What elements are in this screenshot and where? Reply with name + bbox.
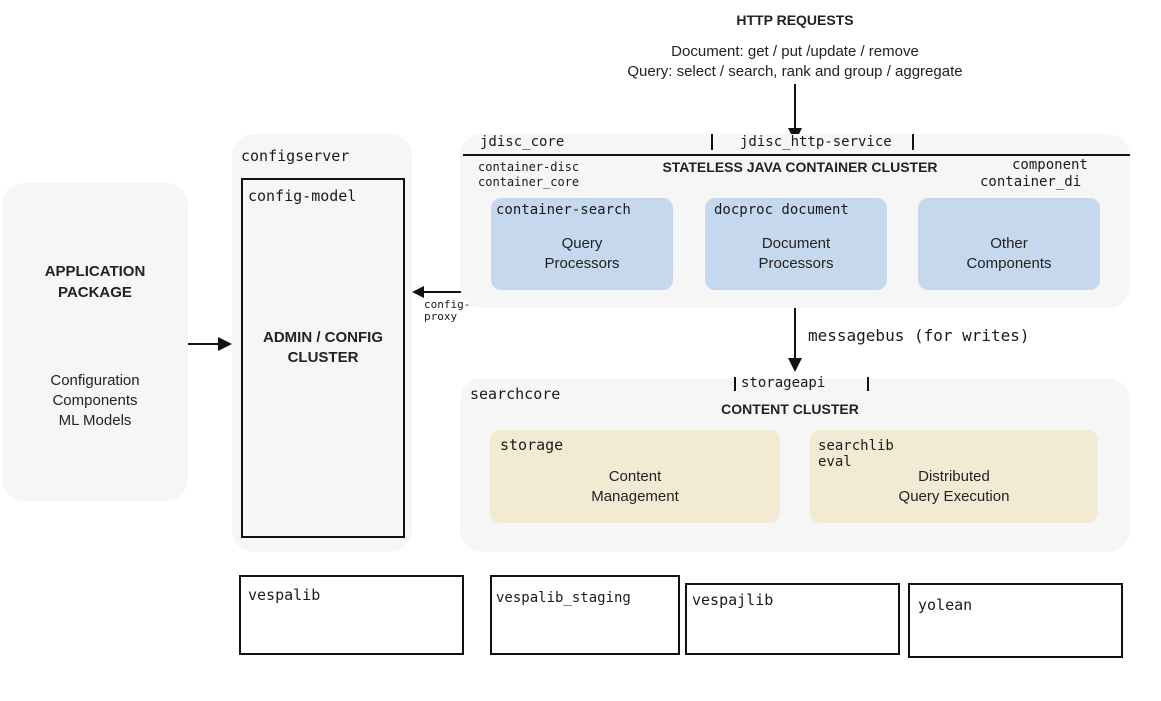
config-model-box — [241, 178, 405, 538]
content-management-box: Content Management — [490, 430, 780, 523]
distributed-query-execution-line2: Query Execution — [898, 488, 1010, 505]
application-package-panel — [2, 183, 188, 501]
library-yolean-box — [908, 583, 1123, 658]
http-document-ops: Document: get / put /update / remove — [671, 43, 919, 60]
jdisc-separator-right — [912, 134, 914, 150]
docproc-document-label: docproc document — [714, 202, 849, 218]
storageapi-separator-left — [734, 377, 736, 391]
library-vespalib-staging-label: vespalib_staging — [496, 590, 631, 606]
app-package-item-configuration: Configuration — [50, 372, 140, 389]
document-processors-line2: Processors — [758, 255, 834, 272]
document-processors-box: Document Processors — [705, 198, 887, 290]
app-package-item-ml-models: ML Models — [58, 412, 132, 429]
app-to-admin-arrow — [188, 337, 232, 351]
app-package-item-components: Components — [52, 392, 138, 409]
distributed-query-execution-box: Distributed Query Execution — [810, 430, 1098, 523]
storage-label: storage — [500, 436, 564, 454]
container-cluster-title: STATELESS JAVA CONTAINER CLUSTER — [662, 159, 938, 175]
other-components-line2: Components — [966, 255, 1052, 272]
config-arrow — [412, 286, 464, 298]
searchlib-label: searchlib — [818, 438, 894, 454]
container-core-label: container_core — [478, 175, 580, 189]
library-vespajlib-box — [685, 583, 900, 655]
storageapi-separator-right — [867, 377, 869, 391]
config-proxy-label-line1: config- — [424, 298, 471, 311]
content-management-line1: Content — [608, 468, 662, 485]
jdisc-separator-left — [711, 134, 713, 150]
storageapi-label: storageapi — [741, 375, 826, 391]
distributed-query-execution-line1: Distributed — [918, 468, 990, 485]
document-processors-line1: Document — [761, 235, 831, 252]
library-vespajlib-label: vespajlib — [692, 591, 774, 609]
library-yolean-label: yolean — [918, 596, 973, 614]
library-vespalib-staging-box — [490, 575, 680, 655]
query-processors-box: Query Processors — [491, 198, 673, 290]
other-components-line1: Other — [990, 235, 1028, 252]
content-cluster-title: CONTENT CLUSTER — [721, 401, 859, 417]
application-package-title-line1: APPLICATION — [44, 263, 146, 280]
content-management-line2: Management — [591, 488, 679, 505]
admin-cluster-title-line1: ADMIN / CONFIG — [263, 329, 383, 346]
searchcore-label: searchcore — [470, 385, 561, 403]
eval-label: eval — [818, 454, 852, 470]
configserver-label: configserver — [241, 147, 350, 165]
library-vespalib-label: vespalib — [248, 586, 321, 604]
application-package-title-line2: PACKAGE — [58, 284, 132, 301]
jdisc-http-service-label: jdisc_http-service — [740, 134, 892, 150]
admin-cluster-title-line2: CLUSTER — [287, 349, 359, 366]
container-disc-label: container-disc — [478, 160, 580, 174]
config-model-label: config-model — [248, 187, 357, 205]
jdisc-core-label: jdisc_core — [480, 134, 565, 150]
component-label: component — [1012, 157, 1088, 173]
container-di-label: container_di — [980, 174, 1082, 190]
container-search-label: container-search — [496, 202, 631, 218]
library-vespalib-box — [239, 575, 464, 655]
messagebus-arrow — [788, 308, 802, 372]
other-components-box: Other Components — [918, 198, 1100, 290]
config-proxy-label-line2: proxy — [424, 310, 458, 323]
query-processors-line1: Query — [561, 235, 603, 252]
query-processors-line2: Processors — [544, 255, 620, 272]
jdisc-underline — [463, 154, 1130, 156]
messagebus-label: messagebus (for writes) — [808, 326, 1030, 345]
http-query-ops: Query: select / search, rank and group /… — [627, 63, 963, 80]
admin-config-panel — [232, 134, 412, 552]
http-requests-title: HTTP REQUESTS — [736, 12, 854, 28]
